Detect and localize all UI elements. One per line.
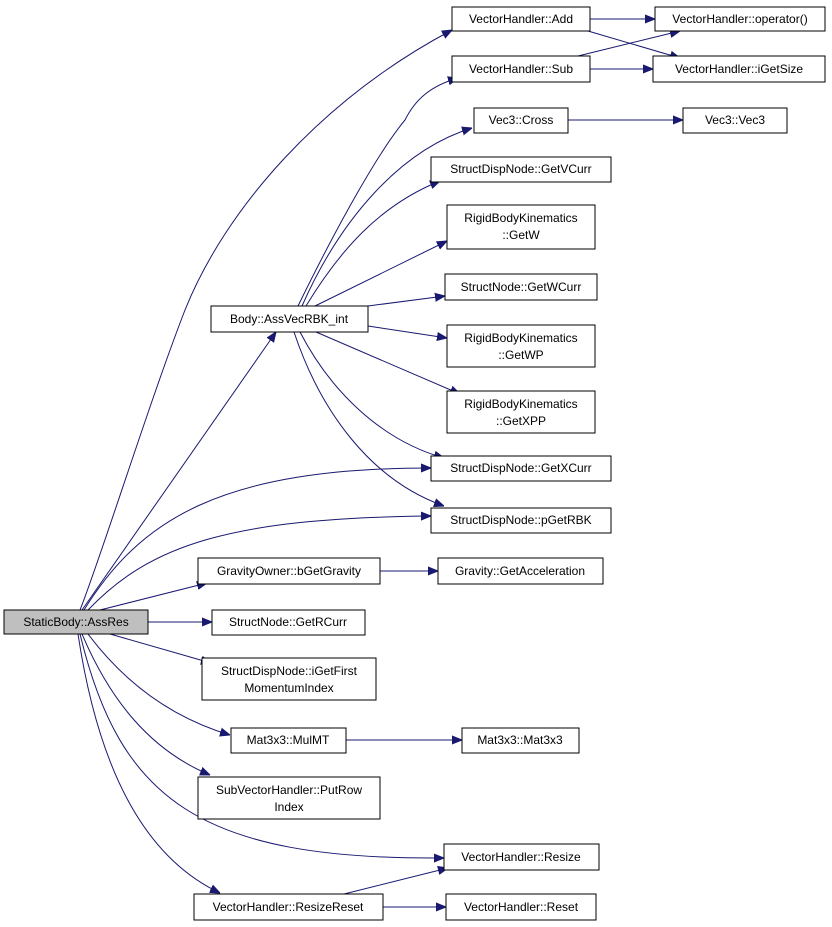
edge-body-to-vh-sub — [297, 78, 458, 307]
node-mat3x3-mulmt[interactable]: Mat3x3::MulMT — [230, 727, 347, 754]
node-gravity-getacceleration[interactable]: Gravity::GetAcceleration — [437, 557, 604, 585]
edge-root-to-getxcurr — [83, 468, 431, 611]
node-label: StaticBody::AssRes — [23, 615, 128, 629]
edge-body-to-getwcurr — [367, 296, 445, 307]
node-label-line1: RigidBodyKinematics — [464, 211, 577, 225]
edge-sub-to-operator — [577, 31, 680, 57]
node-label: Mat3x3::MulMT — [247, 733, 330, 747]
node-label: Gravity::GetAcceleration — [455, 564, 585, 578]
edge-body-to-rbk-getw — [314, 241, 447, 307]
edge-root-to-bgetgravity — [99, 583, 207, 611]
node-subvectorhandler-putrow[interactable]: SubVectorHandler::PutRow Index — [197, 776, 381, 820]
node-structdispnode-igetfirst[interactable]: StructDispNode::iGetFirst MomentumIndex — [201, 657, 377, 701]
node-label: VectorHandler::ResizeReset — [213, 900, 364, 914]
node-label: StructNode::GetWCurr — [461, 280, 582, 294]
node-label-line1: SubVectorHandler::PutRow — [216, 783, 362, 797]
edges — [77, 19, 683, 907]
edge-root-to-igetfirst — [109, 633, 211, 663]
node-label-line1: StructDispNode::iGetFirst — [221, 664, 358, 678]
node-label: Mat3x3::Mat3x3 — [477, 733, 563, 747]
node-vectorhandler-igetsize[interactable]: VectorHandler::iGetSize — [652, 55, 826, 83]
node-label: StructNode::GetRCurr — [229, 615, 347, 629]
node-label: GravityOwner::bGetGravity — [217, 564, 361, 578]
node-label: StructDispNode::GetXCurr — [450, 461, 591, 475]
nodes: StaticBody::AssRes Body::AssVecRBK_int V… — [3, 6, 826, 921]
node-label-line2: ::GetW — [502, 228, 540, 242]
node-label: VectorHandler::Sub — [469, 62, 573, 76]
node-label: VectorHandler::iGetSize — [675, 62, 803, 76]
node-vectorhandler-sub[interactable]: VectorHandler::Sub — [451, 55, 591, 83]
node-label-line2: ::GetXPP — [496, 414, 546, 428]
node-vectorhandler-resize[interactable]: VectorHandler::Resize — [443, 843, 600, 871]
node-label: Vec3::Vec3 — [705, 113, 765, 127]
node-staticbody-assres[interactable]: StaticBody::AssRes — [3, 609, 149, 635]
node-label: StructDispNode::GetVCurr — [450, 162, 591, 176]
edge-root-to-mulmt — [87, 633, 230, 735]
edge-body-to-getxcurr — [299, 331, 444, 458]
node-gravityowner-bgetgravity[interactable]: GravityOwner::bGetGravity — [197, 557, 381, 585]
edge-root-to-pgetrbk — [87, 516, 431, 611]
edge-body-to-rbk-getwp — [367, 325, 447, 338]
node-vec3-cross[interactable]: Vec3::Cross — [473, 107, 569, 134]
node-label: VectorHandler::Reset — [464, 900, 579, 914]
node-rigidbodykinematics-getwp[interactable]: RigidBodyKinematics ::GetWP — [446, 324, 596, 368]
node-structnode-getwcurr[interactable]: StructNode::GetWCurr — [444, 273, 598, 301]
node-label-line2: ::GetWP — [498, 348, 543, 362]
node-vectorhandler-operator[interactable]: VectorHandler::operator() — [654, 6, 826, 32]
edge-root-to-body-assvec — [81, 332, 276, 611]
node-rigidbodykinematics-getxpp[interactable]: RigidBodyKinematics ::GetXPP — [446, 390, 596, 434]
node-label: Vec3::Cross — [489, 113, 554, 127]
edge-root-to-resizereset — [77, 633, 220, 893]
node-vec3-vec3[interactable]: Vec3::Vec3 — [682, 107, 788, 134]
edge-body-to-getvcurr — [305, 181, 440, 307]
node-label-line1: RigidBodyKinematics — [464, 331, 577, 345]
edge-body-to-rbk-getxpp — [315, 331, 460, 394]
node-label: VectorHandler::operator() — [672, 12, 807, 26]
node-vectorhandler-add[interactable]: VectorHandler::Add — [451, 6, 591, 32]
edge-root-to-putrow — [81, 633, 210, 775]
node-structdispnode-getvcurr[interactable]: StructDispNode::GetVCurr — [430, 156, 612, 183]
node-label-line2: MomentumIndex — [244, 681, 333, 695]
node-structnode-getrcurr[interactable]: StructNode::GetRCurr — [211, 609, 366, 636]
edge-add-to-igetsize — [587, 30, 680, 58]
node-label: VectorHandler::Add — [469, 12, 573, 26]
node-label-line2: Index — [274, 800, 303, 814]
edge-root-to-resize — [79, 633, 444, 858]
node-mat3x3-mat3x3[interactable]: Mat3x3::Mat3x3 — [461, 727, 580, 754]
node-structdispnode-pgetrbk[interactable]: StructDispNode::pGetRBK — [430, 507, 612, 534]
node-vectorhandler-resizereset[interactable]: VectorHandler::ResizeReset — [193, 893, 384, 921]
edge-root-to-vh-add — [79, 30, 452, 611]
edge-body-to-cross — [301, 128, 472, 307]
edge-resizereset-to-resize — [339, 868, 448, 896]
node-label: VectorHandler::Resize — [461, 850, 581, 864]
node-body-assvecrbk-int[interactable]: Body::AssVecRBK_int — [210, 305, 369, 333]
node-rigidbodykinematics-getw[interactable]: RigidBodyKinematics ::GetW — [446, 204, 596, 250]
node-label: StructDispNode::pGetRBK — [450, 513, 591, 527]
node-label: Body::AssVecRBK_int — [230, 312, 349, 326]
node-label-line1: RigidBodyKinematics — [464, 397, 577, 411]
edge-body-to-pgetrbk — [293, 331, 444, 506]
node-vectorhandler-reset[interactable]: VectorHandler::Reset — [445, 893, 597, 921]
node-structdispnode-getxcurr[interactable]: StructDispNode::GetXCurr — [430, 455, 612, 482]
